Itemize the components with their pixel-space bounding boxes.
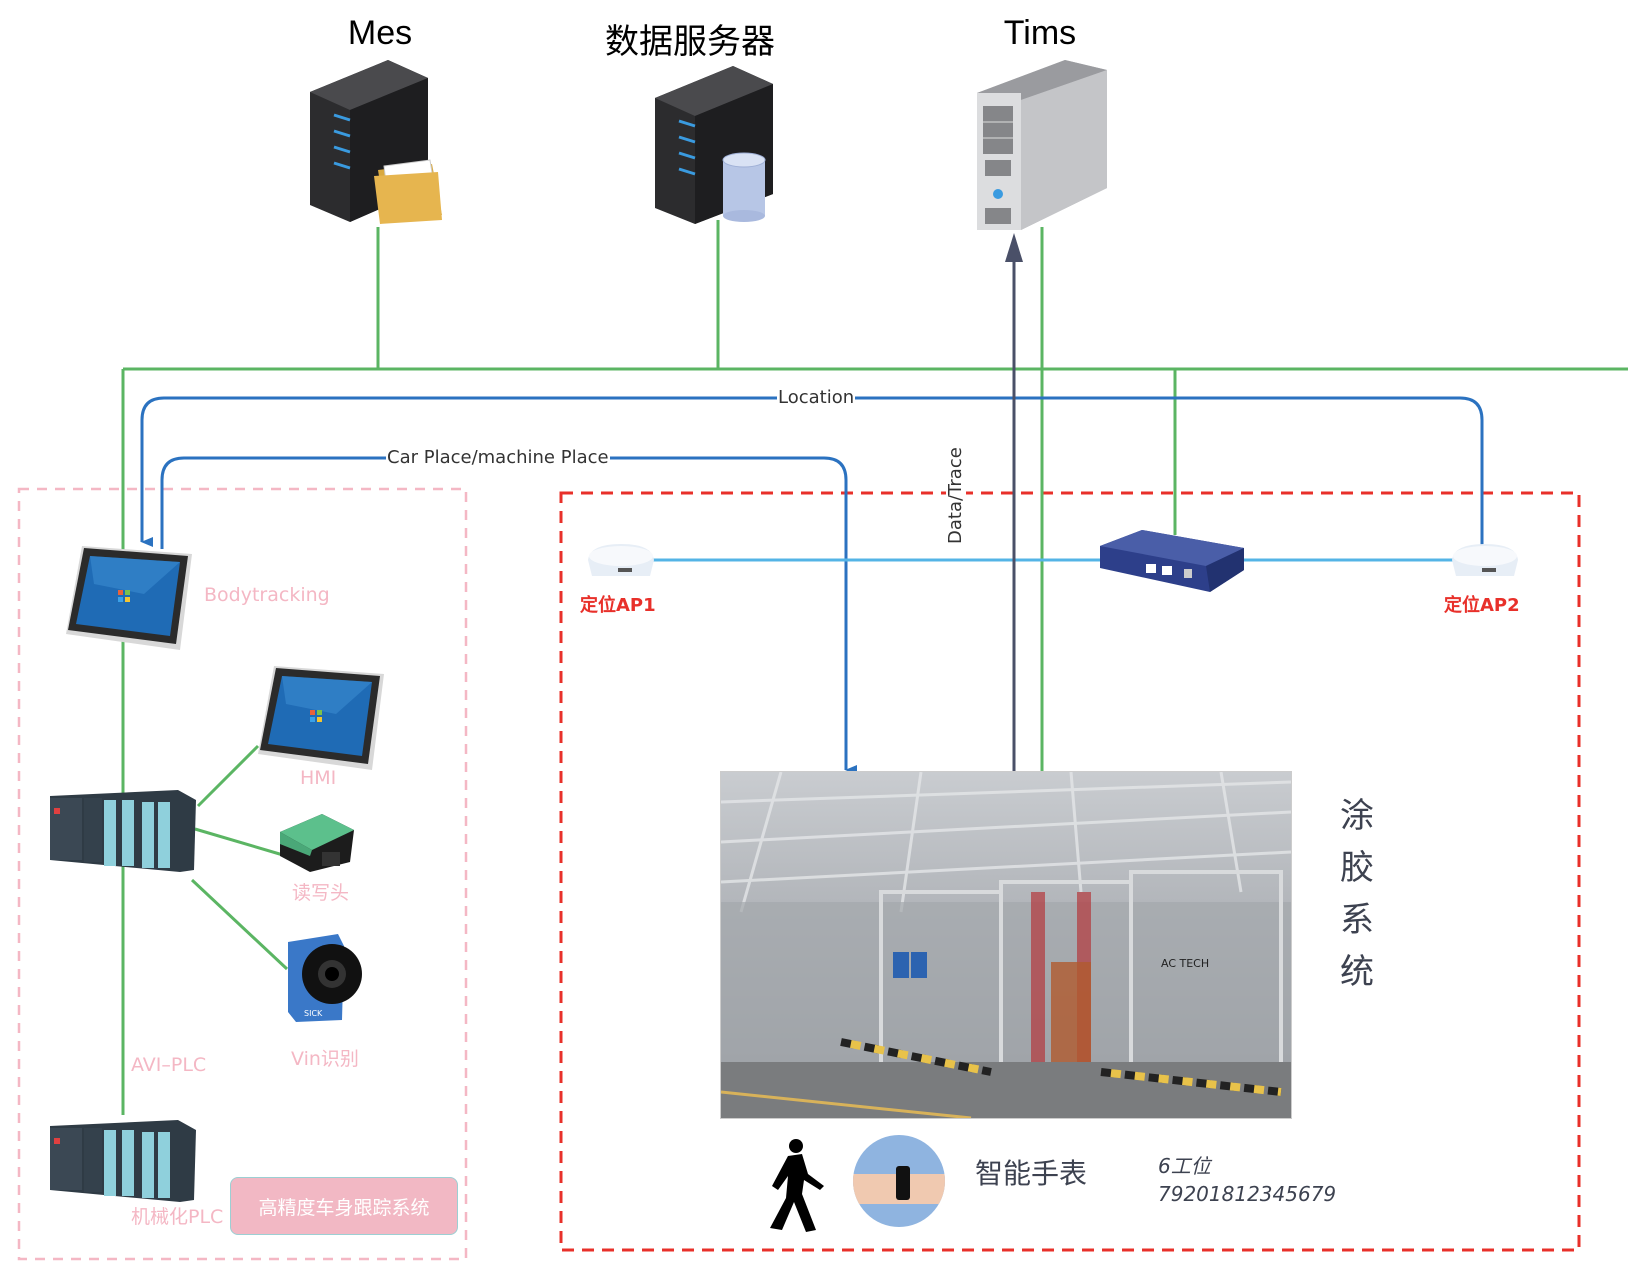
network-switch-icon[interactable] — [1098, 528, 1246, 594]
data-server-label: 数据服务器 — [605, 23, 775, 61]
windows-logo-icon — [310, 710, 322, 722]
location-link — [140, 396, 1484, 550]
mech-plc-icon[interactable] — [48, 1116, 198, 1202]
ethernet-backbone — [121, 220, 1628, 1115]
rfid-reader-icon[interactable] — [278, 812, 356, 874]
data-trace-label: Data/Trace — [945, 446, 966, 545]
avi-plc-icon[interactable] — [48, 786, 198, 872]
bodytracking-tablet-icon[interactable] — [64, 544, 200, 652]
body-tracking-system-badge[interactable]: 高精度车身跟踪系统 — [230, 1177, 458, 1235]
bodytracking-label: Bodytracking — [204, 584, 330, 606]
data-trace-arrowhead — [1005, 233, 1023, 262]
ap1-access-point-icon[interactable] — [586, 542, 656, 580]
smartwatch-label: 智能手表 — [975, 1157, 1088, 1190]
title-char: 涂 — [1340, 796, 1374, 836]
data-server-icon[interactable] — [655, 66, 785, 231]
tims-label: Tims — [1003, 14, 1077, 52]
title-char: 系 — [1340, 900, 1374, 940]
windows-logo-icon — [118, 590, 130, 602]
glue-line-photo[interactable]: AC TECH — [720, 771, 1292, 1119]
glue-system-zone — [559, 491, 1581, 1252]
ap2-access-point-icon[interactable] — [1450, 542, 1520, 580]
location-label: Location — [777, 387, 856, 408]
mes-server-icon[interactable] — [310, 60, 450, 230]
vin-camera-icon[interactable]: SICK — [286, 932, 366, 1022]
station-label: 6工位 — [1158, 1154, 1211, 1178]
hmi-tablet-icon[interactable] — [256, 664, 392, 772]
ap1-label: 定位AP1 — [580, 595, 656, 616]
mes-label: Mes — [347, 14, 413, 52]
body-tracking-zone — [17, 487, 468, 1261]
smartwatch-photo — [853, 1135, 945, 1227]
avi-plc-label: AVI–PLC — [131, 1054, 207, 1076]
glue-system-title: 涂 胶 系 统 — [1332, 790, 1382, 998]
vin-label: Vin识别 — [291, 1048, 359, 1070]
car-place-label: Car Place/machine Place — [386, 447, 610, 468]
title-char: 胶 — [1340, 848, 1374, 888]
photo-sign: AC TECH — [1161, 957, 1209, 970]
folder-icon — [374, 159, 442, 224]
tims-server-icon[interactable] — [975, 58, 1115, 236]
reader-label: 读写头 — [292, 882, 350, 904]
walking-person-icon — [770, 1139, 824, 1232]
database-icon — [722, 152, 766, 222]
ap2-label: 定位AP2 — [1444, 595, 1520, 616]
mech-plc-label: 机械化PLC — [131, 1206, 224, 1228]
hmi-label: HMI — [300, 767, 337, 789]
device-id: 79201812345679 — [1158, 1182, 1337, 1206]
station-info: 6工位 79201812345679 — [1158, 1152, 1336, 1208]
svg-text:SICK: SICK — [304, 1009, 323, 1018]
title-char: 统 — [1340, 952, 1374, 992]
